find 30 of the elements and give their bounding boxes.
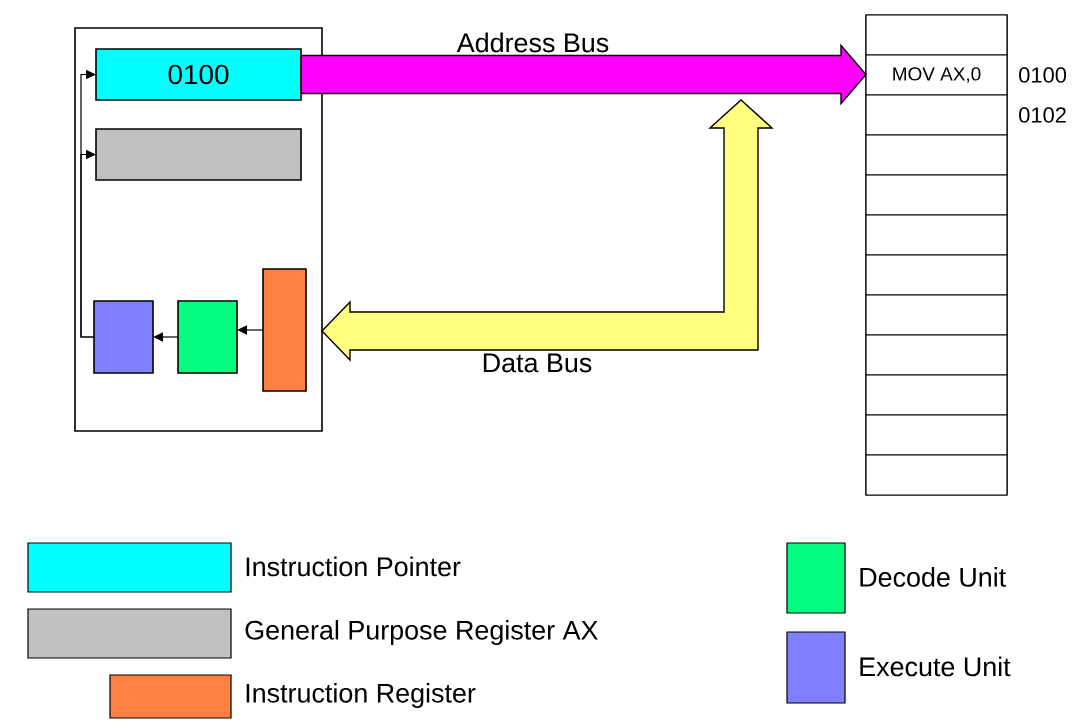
unit-box: [93, 300, 154, 374]
memory-cell: [865, 374, 1008, 416]
memory-cell: [865, 414, 1008, 456]
arrow: [153, 332, 179, 342]
arrow: [80, 149, 96, 338]
memory-cell: [865, 294, 1008, 336]
arrow: [237, 325, 264, 335]
memory-cell: [865, 134, 1008, 176]
address-label: 0100: [1019, 67, 1067, 83]
register-box: [262, 268, 307, 392]
unit-box: [177, 300, 238, 374]
memory-cell: MOV AX,0: [865, 54, 1008, 96]
legend-label: Instruction Register: [246, 682, 476, 709]
bus-arrow: [300, 43, 867, 106]
edge-label: Data Bus: [480, 352, 594, 374]
memory-cell: [865, 94, 1008, 136]
memory-cell: [865, 254, 1008, 296]
memory-cell: [865, 454, 1008, 496]
legend-label: Instruction Pointer: [246, 556, 461, 577]
memory-cell: [865, 334, 1008, 376]
edge-label: Address Bus: [455, 31, 611, 54]
legend-label: General Purpose Register AX: [245, 619, 598, 646]
legend-label: Decode Unit: [860, 567, 1006, 587]
register-box: 0100: [95, 48, 302, 101]
memory-cell: [865, 214, 1008, 256]
memory-cell: [865, 14, 1008, 56]
address-label: 0102: [1019, 107, 1066, 123]
legend-label: Execute Unit: [860, 656, 1011, 677]
memory-cell: [865, 174, 1008, 216]
register-box: [95, 128, 302, 181]
